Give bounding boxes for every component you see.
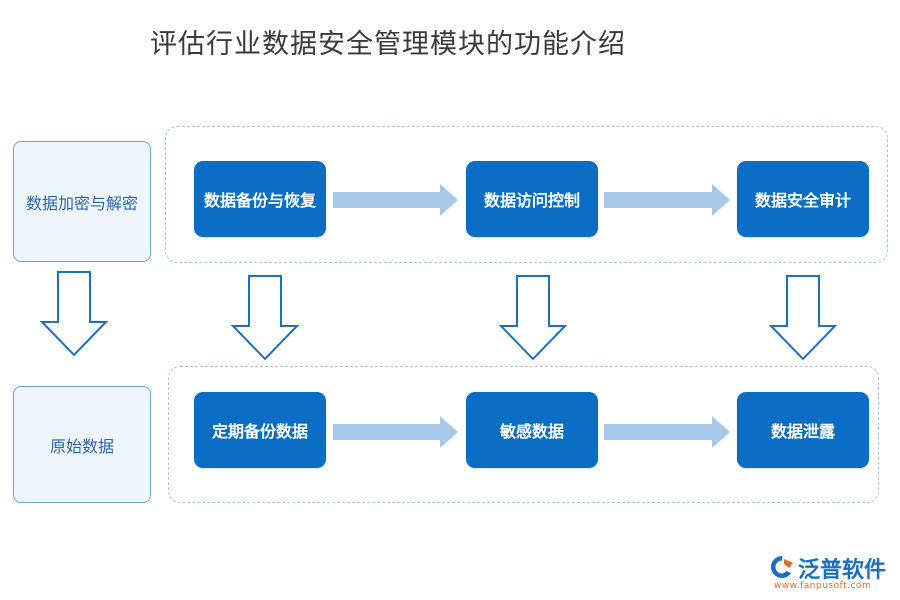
right-arrow-icon: [333, 416, 458, 448]
node-label: 数据访问控制: [483, 191, 580, 210]
node-label: 数据安全审计: [754, 191, 851, 210]
side-box-encryption: 数据加密与解密: [13, 141, 151, 262]
node-label: 数据泄露: [770, 422, 835, 441]
node-periodic-backup: 定期备份数据: [194, 392, 326, 468]
bottom-group-container: [168, 366, 879, 503]
logo-name: 泛普软件: [798, 558, 887, 583]
side-box-label: 数据加密与解密: [25, 193, 138, 213]
right-arrow-icon: [604, 184, 730, 216]
side-box-label: 原始数据: [49, 436, 114, 456]
down-arrow-icon: [230, 275, 300, 361]
down-arrow-icon: [39, 271, 109, 357]
down-arrow-icon: [768, 275, 838, 361]
down-arrow-icon: [498, 275, 568, 361]
right-arrow-icon: [604, 416, 730, 448]
top-group-container: [165, 126, 888, 263]
node-sensitive-data: 敏感数据: [466, 392, 598, 468]
fanpu-logo-icon: [771, 556, 793, 578]
fanpu-logo: 泛普软件 www.fanpusoft.com: [768, 552, 893, 596]
node-label: 数据备份与恢复: [203, 191, 316, 210]
logo-url: www.fanpusoft.com: [774, 581, 872, 591]
node-data-leak: 数据泄露: [737, 392, 869, 468]
node-security-audit: 数据安全审计: [737, 161, 869, 237]
node-label: 敏感数据: [499, 422, 564, 441]
diagram-title: 评估行业数据安全管理模块的功能介绍: [150, 29, 626, 60]
node-backup-recovery: 数据备份与恢复: [194, 161, 326, 237]
node-access-control: 数据访问控制: [466, 161, 598, 237]
node-label: 定期备份数据: [211, 422, 308, 441]
side-box-raw-data: 原始数据: [13, 386, 151, 503]
right-arrow-icon: [333, 184, 458, 216]
